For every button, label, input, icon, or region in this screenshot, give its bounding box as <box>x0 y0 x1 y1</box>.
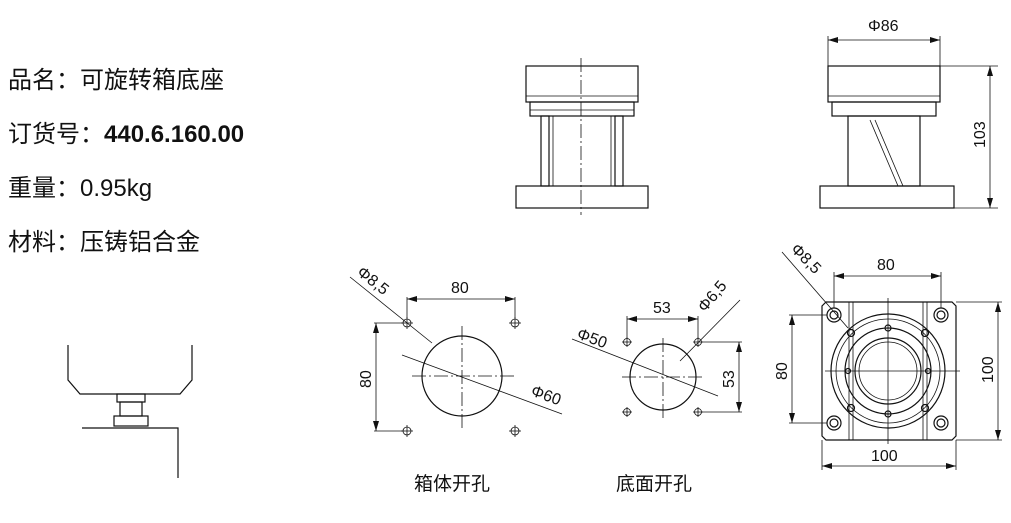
plan-spacing-top-dim: 80 <box>877 257 895 274</box>
spec-order-number: 订货号：440.6.160.00 <box>8 114 244 149</box>
material-label: 材料： <box>8 228 80 256</box>
spec-name: 品名：可旋转箱底座 <box>8 60 224 95</box>
front-view <box>515 58 649 215</box>
side-view: Φ86 103 <box>819 18 998 209</box>
order-value: 440.6.160.00 <box>104 121 245 148</box>
side-height-dim: 103 <box>972 121 989 148</box>
bottom-cutout-diagram: 53 53 Φ6,5 Φ50 底面开孔 <box>571 278 742 495</box>
box-cutout-caption: 箱体开孔 <box>414 473 490 495</box>
spec-weight: 重量：0.95kg <box>8 168 152 203</box>
bottom-spacing-v-dim: 53 <box>721 370 738 388</box>
bottom-spacing-h-dim: 53 <box>653 300 671 317</box>
bottom-hole-dia-dim: Φ6,5 <box>695 278 731 316</box>
bottom-center-dia-dim: Φ50 <box>575 326 610 352</box>
order-label: 订货号： <box>8 120 104 148</box>
plan-width-dim: 100 <box>871 448 898 465</box>
plan-height-dim: 100 <box>980 356 997 383</box>
box-spacing-v-dim: 80 <box>358 370 375 388</box>
box-cutout-diagram: 80 80 Φ8,5 Φ60 箱体开孔 <box>349 264 564 495</box>
plan-hole-dia-dim: Φ8,5 <box>787 241 824 278</box>
weight-value: 0.95kg <box>80 175 153 202</box>
bottom-cutout-caption: 底面开孔 <box>616 473 692 495</box>
plan-view: 80 80 100 100 Φ8,5 <box>774 241 1002 470</box>
spec-material: 材料：压铸铝合金 <box>8 222 200 257</box>
box-hole-dia-dim: Φ8,5 <box>354 264 392 299</box>
box-spacing-h-dim: 80 <box>451 280 469 297</box>
name-label: 品名： <box>8 66 80 94</box>
weight-label: 重量： <box>8 174 80 202</box>
mount-detail <box>67 345 193 478</box>
material-value: 压铸铝合金 <box>80 228 200 256</box>
side-diameter-dim: Φ86 <box>868 18 899 35</box>
name-value: 可旋转箱底座 <box>80 66 224 94</box>
plan-spacing-left-dim: 80 <box>774 362 791 380</box>
box-center-dia-dim: Φ60 <box>529 383 564 409</box>
